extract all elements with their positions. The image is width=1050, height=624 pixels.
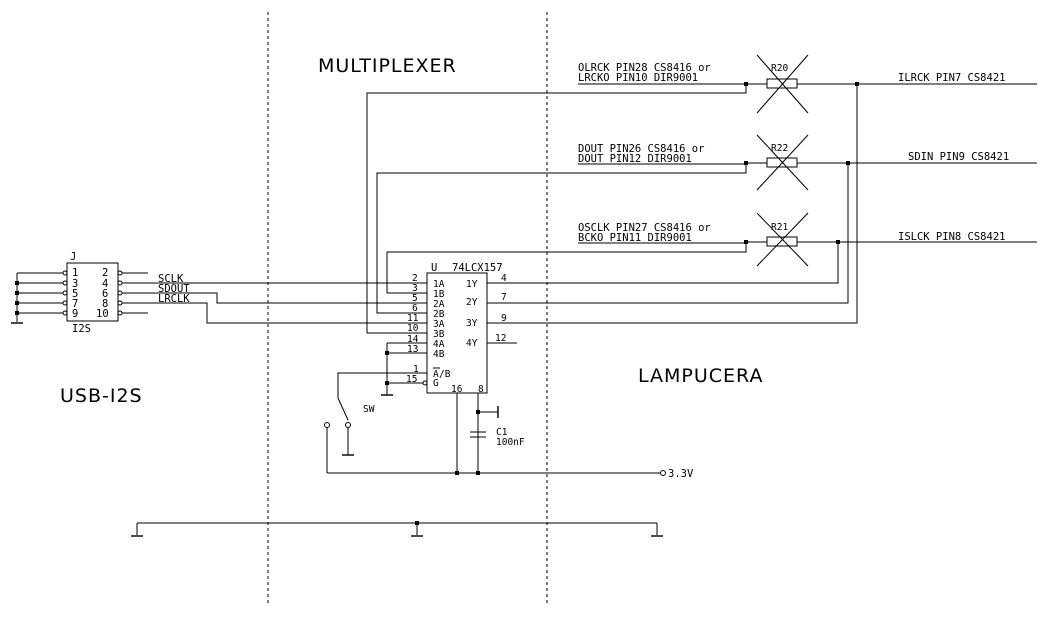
pin-label: 6 bbox=[102, 288, 108, 300]
target-label: ILRCK PIN7 CS8421 bbox=[898, 72, 1005, 84]
ic-pin-number: 11 bbox=[407, 313, 419, 324]
target-label: SDIN PIN9 CS8421 bbox=[908, 151, 1009, 163]
connector-name: I2S bbox=[72, 323, 91, 335]
source-label: BCKO PIN11 DIR9001 bbox=[578, 232, 692, 244]
resistor-ref: R20 bbox=[771, 63, 788, 74]
ic-pin-number: 9 bbox=[501, 313, 507, 324]
ic-pin-number: 4 bbox=[501, 273, 507, 284]
resistor-ref: R22 bbox=[771, 143, 788, 154]
pin-label: 8 bbox=[102, 298, 108, 310]
source-label: DOUT PIN26 CS8416 or bbox=[578, 143, 704, 155]
pin-label: 2 bbox=[102, 267, 108, 279]
signal-label-sdout: SDOUT bbox=[158, 283, 190, 295]
ic-pin-name: 3A bbox=[433, 319, 445, 330]
section-title-multiplexer: MULTIPLEXER bbox=[318, 55, 457, 77]
target-lines: ILRCK PIN7 CS8421 SDIN PIN9 CS8421 ISLCK… bbox=[838, 72, 1037, 243]
ic-sel-pin: 1 bbox=[413, 364, 419, 375]
ic-ref: U bbox=[431, 262, 437, 274]
pin-label: 1 bbox=[72, 267, 78, 279]
source-label: DOUT PIN12 DIR9001 bbox=[578, 153, 692, 165]
ic-ground-ties bbox=[381, 343, 393, 396]
ic-pin-number: 13 bbox=[407, 344, 418, 355]
ic-pin-number: 10 bbox=[407, 323, 419, 334]
connector-j: J I2S 1 3 5 7 9 2 4 6 8 10 bbox=[11, 251, 148, 335]
connector-wires bbox=[122, 282, 425, 324]
switch-sw: SW bbox=[324, 372, 405, 473]
ic-pin-name: 1Y bbox=[466, 279, 478, 290]
connector-ref: J bbox=[70, 251, 76, 263]
target-label: ISLCK PIN8 CS8421 bbox=[898, 231, 1005, 243]
pin-label: 3 bbox=[72, 278, 78, 290]
ic-pin-name: 4Y bbox=[466, 338, 478, 349]
supply-label: 3.3V bbox=[668, 468, 694, 480]
section-title-lampucera: LAMPUCERA bbox=[638, 365, 763, 387]
resistor-r21: R21 bbox=[746, 212, 838, 267]
pin-label: 4 bbox=[102, 278, 108, 290]
connector-left-pin-labels: 1 3 5 7 9 bbox=[72, 267, 78, 320]
source-label: OSCLK PIN27 CS8416 or bbox=[578, 222, 711, 234]
capacitor-ref: C1 bbox=[496, 427, 508, 438]
ic-pin-name: 2Y bbox=[466, 297, 478, 308]
ic-pin-number: 7 bbox=[501, 292, 507, 303]
ic-pin-name: 4B bbox=[433, 349, 445, 360]
pin-label: 10 bbox=[96, 308, 109, 320]
ic-pin-name: 4A bbox=[433, 339, 445, 350]
pin-label: 7 bbox=[72, 298, 78, 310]
switch-ref: SW bbox=[363, 404, 375, 415]
ic-pin-name: 3Y bbox=[466, 318, 478, 329]
resistor-r22: R22 bbox=[746, 134, 848, 191]
signal-label-sclk: SCLK bbox=[158, 273, 184, 285]
power-rail: 3.3V bbox=[327, 393, 694, 480]
ic-pin-name: 1B bbox=[433, 289, 445, 300]
connector-right-pin-labels: 2 4 6 8 10 bbox=[96, 267, 109, 320]
ic-vcc-pin: 8 bbox=[478, 384, 484, 395]
source-label: OLRCK PIN28 CS8416 or bbox=[578, 62, 711, 74]
ic-pin-number: 5 bbox=[412, 293, 418, 304]
ic-pin-number: 12 bbox=[495, 333, 506, 344]
ic-pin-name: 3B bbox=[433, 329, 445, 340]
signal-label-lrclk: LRCLK bbox=[158, 293, 190, 305]
ic-pin-name: 2B bbox=[433, 309, 445, 320]
ic-74lcx157: U 74LCX157 1A 1B 2A 2B 3A 3B 4A 4B 2 3 5… bbox=[387, 262, 517, 395]
ic-pin-number: 2 bbox=[412, 273, 418, 284]
pin-label: 5 bbox=[72, 288, 78, 300]
ic-sel-rest: /B bbox=[439, 369, 451, 380]
section-title-usb-i2s: USB-I2S bbox=[60, 385, 143, 407]
ic-pin-number: 6 bbox=[412, 303, 418, 314]
resistor-r20: R20 bbox=[746, 54, 857, 114]
ic-pin-number: 14 bbox=[407, 334, 419, 345]
resistor-ref: R21 bbox=[771, 222, 788, 233]
mux-input-wires bbox=[366, 84, 747, 334]
ground-bus bbox=[131, 521, 663, 537]
source-label: LRCKO PIN10 DIR9001 bbox=[578, 72, 698, 84]
ic-part: 74LCX157 bbox=[452, 262, 503, 274]
ic-pin-name: 1A bbox=[433, 279, 445, 290]
mux-output-wires bbox=[487, 84, 858, 324]
capacitor-c1: C1 100nF bbox=[470, 427, 525, 448]
pin-label: 9 bbox=[72, 308, 78, 320]
capacitor-value: 100nF bbox=[496, 437, 525, 448]
ic-pin-number: 3 bbox=[412, 283, 418, 294]
source-labels: OLRCK PIN28 CS8416 or LRCKO PIN10 DIR900… bbox=[578, 62, 746, 244]
ic-gnd-pin: 16 bbox=[451, 384, 463, 395]
ic-pin-name: 2A bbox=[433, 299, 445, 310]
ic-sel-overbar: A bbox=[433, 369, 439, 380]
ic-en-pin: 15 bbox=[406, 374, 417, 385]
ic-en-label: G bbox=[433, 378, 439, 389]
